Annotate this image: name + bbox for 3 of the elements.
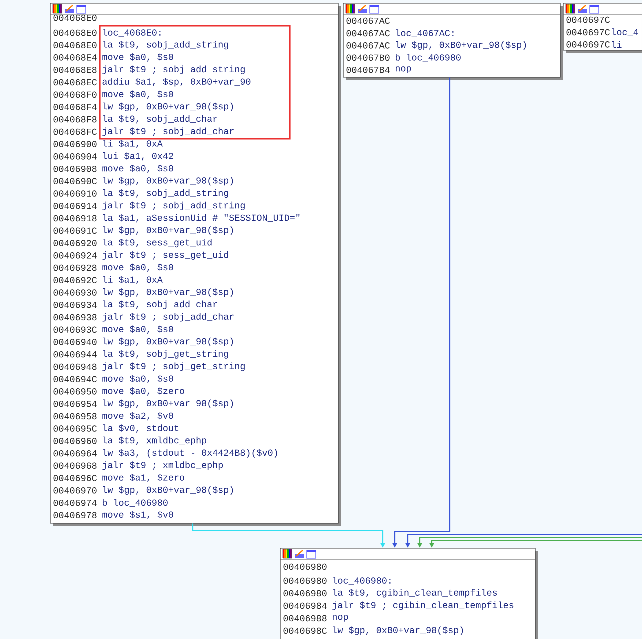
code-block: 0040697C 0040697C loc_4 0040697C li [562, 3, 642, 53]
code-block: 004068E0 004068E0 loc_4068E0: 004068E0 la $t9, sobj_add_string 004068E4 move $a0, $s0 004068E8 jalr $t9 ; sobj_add_string 004068EC addiu $a1, $sp, 0xB0+var_90 004068F0 move $a0, $s0 004068F4 lw $gp, 0xB0+var_98($sp) 004068F8 la $t9, sobj_add_char 004068FC jalr $t9 ; sobj_add_char 00406900 li $a1, 0xA 00406904 lui $a1, 0x42 00406908 move $a0, $s0 0040690C lw $gp, 0xB0+var_98($sp) 00406910 la $t9, sobj_add_string 00406914 jalr $t9 ; sobj_add_string 00406918 la $a1, aSessionUid # "SESSION_UID=" 0040691C lw $gp, 0xB0+var_98($sp) 00406920 la $t9, sess_get_uid 00406924 jalr $t9 ; sess_get_uid 00406928 move $a0, $s0 0040692C li $a1, 0xA 00406930 lw $gp, 0xB0+var_98($sp) 00406934 la $t9, sobj_add_char 00406938 jalr $t9 ; sobj_add_char 0040693C move $a0, $s0 00406940 lw $gp, 0xB0+var_98($sp) 00406944 la $t9, sobj_get_string 00406948 jalr $t9 ; sobj_get_string 0040694C move $a0, $s0 00406950 move $a0, $zero 00406954 lw $gp, 0xB0+var_98($sp) 00406958 move $a2, $v0 0040695C la $v0, stdout 00406960 la $t9, xmldbc_ephp 00406964 lw $a3, (stdout - 0x4424B8)($v0) 00406968 jalr $t9 ; xmldbc_ephp 0040696C move $a1, $zero 00406970 lw $gp, 0xB0+var_98($sp) 00406974 b loc_406980 00406978 move $s1, $v0 [50, 3, 341, 526]
code-block: 00406980 00406980 loc_406980: 00406980 la $t9, cgibin_clean_tempfiles 00406984 jalr $t9 ; cgibin_clean_tempfiles 00406988 nop 0040698C lw $gp, 0xB0+var_98($sp) [280, 548, 538, 639]
